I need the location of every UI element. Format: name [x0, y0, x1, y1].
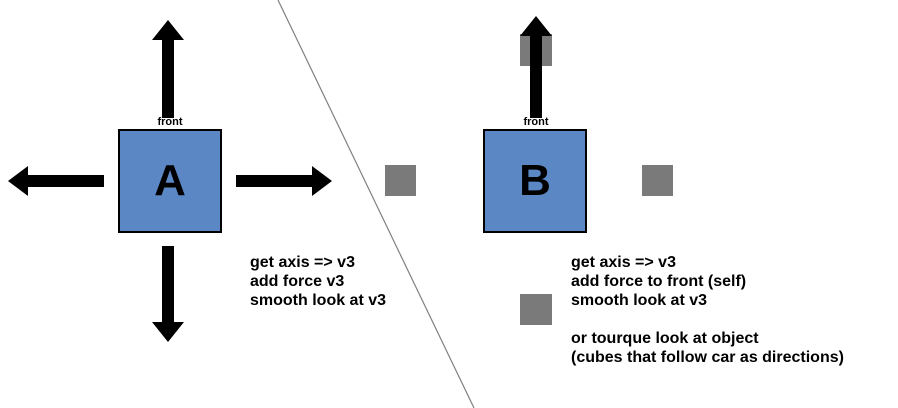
panel-b-note: add force to front (self) — [571, 273, 747, 290]
arrow-down-icon — [152, 246, 184, 342]
panel-b-note-extra: (cubes that follow car as directions) — [571, 349, 844, 366]
panel-a-note: add force v3 — [250, 273, 345, 290]
panel-a-cube-label: A — [154, 156, 186, 205]
direction-marker-bottom — [520, 294, 552, 325]
panel-b-note: get axis => v3 — [571, 254, 676, 271]
arrow-up-icon — [152, 20, 184, 118]
panel-a-arrows — [8, 20, 332, 342]
divider-line — [277, 0, 475, 408]
panel-b-notes: get axis => v3 add force to front (self)… — [571, 253, 844, 367]
panel-b-cube-label: B — [519, 156, 551, 205]
panel-b-note-extra: or tourque look at object — [571, 330, 759, 347]
panel-a-notes: get axis => v3 add force v3 smooth look … — [250, 253, 386, 310]
panel-a-note: get axis => v3 — [250, 254, 355, 271]
panel-b-front-label: front — [523, 116, 549, 128]
direction-marker-right — [642, 165, 673, 196]
arrow-up-icon — [520, 16, 552, 118]
panel-a-note: smooth look at v3 — [250, 292, 387, 309]
notes-spacer — [571, 310, 844, 329]
panel-a-cube: A — [118, 129, 222, 233]
arrow-right-icon — [236, 166, 332, 196]
panel-b-cube: B — [483, 129, 587, 233]
direction-marker-left — [385, 165, 416, 196]
arrow-left-icon — [8, 166, 104, 196]
panel-a-front-label: front — [157, 116, 183, 128]
panel-b-note: smooth look at v3 — [571, 292, 708, 309]
